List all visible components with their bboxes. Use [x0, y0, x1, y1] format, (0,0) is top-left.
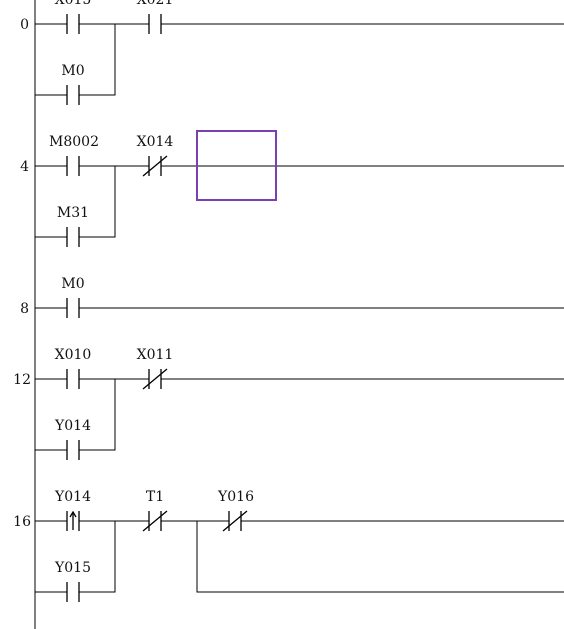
no-contact[interactable]: [66, 156, 80, 176]
contact-label: M0: [61, 276, 84, 292]
no-contact[interactable]: [66, 440, 80, 460]
contact-label: Y014: [54, 489, 91, 505]
contact-label: X014: [137, 134, 174, 150]
rung-8[interactable]: 8 M0: [20, 276, 564, 318]
step-number: 16: [13, 514, 31, 530]
no-contact[interactable]: [66, 582, 80, 602]
branch-wire: [79, 521, 116, 593]
contact-label: T1: [146, 489, 164, 505]
contact-label: M0: [61, 63, 84, 79]
output-branch-wire: [196, 521, 564, 593]
branch-wire: [79, 379, 116, 451]
step-number: 4: [20, 159, 29, 175]
contact-label: X011: [137, 347, 174, 363]
branch-wire: [79, 24, 116, 96]
step-number: 0: [20, 17, 29, 33]
contact-label: X010: [55, 347, 92, 363]
contact-label: X021: [137, 0, 174, 8]
no-contact[interactable]: [66, 369, 80, 389]
contact-label: Y014: [54, 418, 91, 434]
branch-wire: [79, 166, 116, 238]
no-contact[interactable]: [66, 227, 80, 247]
contact-label: M8002: [49, 134, 99, 150]
contact-label: X015: [55, 0, 92, 8]
no-contact[interactable]: [66, 14, 80, 34]
step-number: 8: [20, 301, 29, 317]
no-contact[interactable]: [66, 85, 80, 105]
step-number: 12: [13, 372, 31, 388]
rising-edge-contact[interactable]: [66, 510, 80, 531]
no-contact[interactable]: [148, 14, 162, 34]
contact-label: M31: [57, 205, 89, 221]
rung-0[interactable]: 0 X015 X021 M0: [20, 0, 564, 105]
no-contact[interactable]: [66, 298, 80, 318]
rung-4[interactable]: 4 M8002 X014 M31: [20, 130, 564, 247]
contact-label: Y016: [217, 489, 254, 505]
contact-label: Y015: [54, 560, 91, 576]
selection-cursor[interactable]: [196, 130, 277, 201]
rung-12[interactable]: 12 X010 X011 Y014: [13, 347, 564, 460]
rung-16[interactable]: 16 Y014 T1 Y016 Y015: [13, 489, 564, 602]
